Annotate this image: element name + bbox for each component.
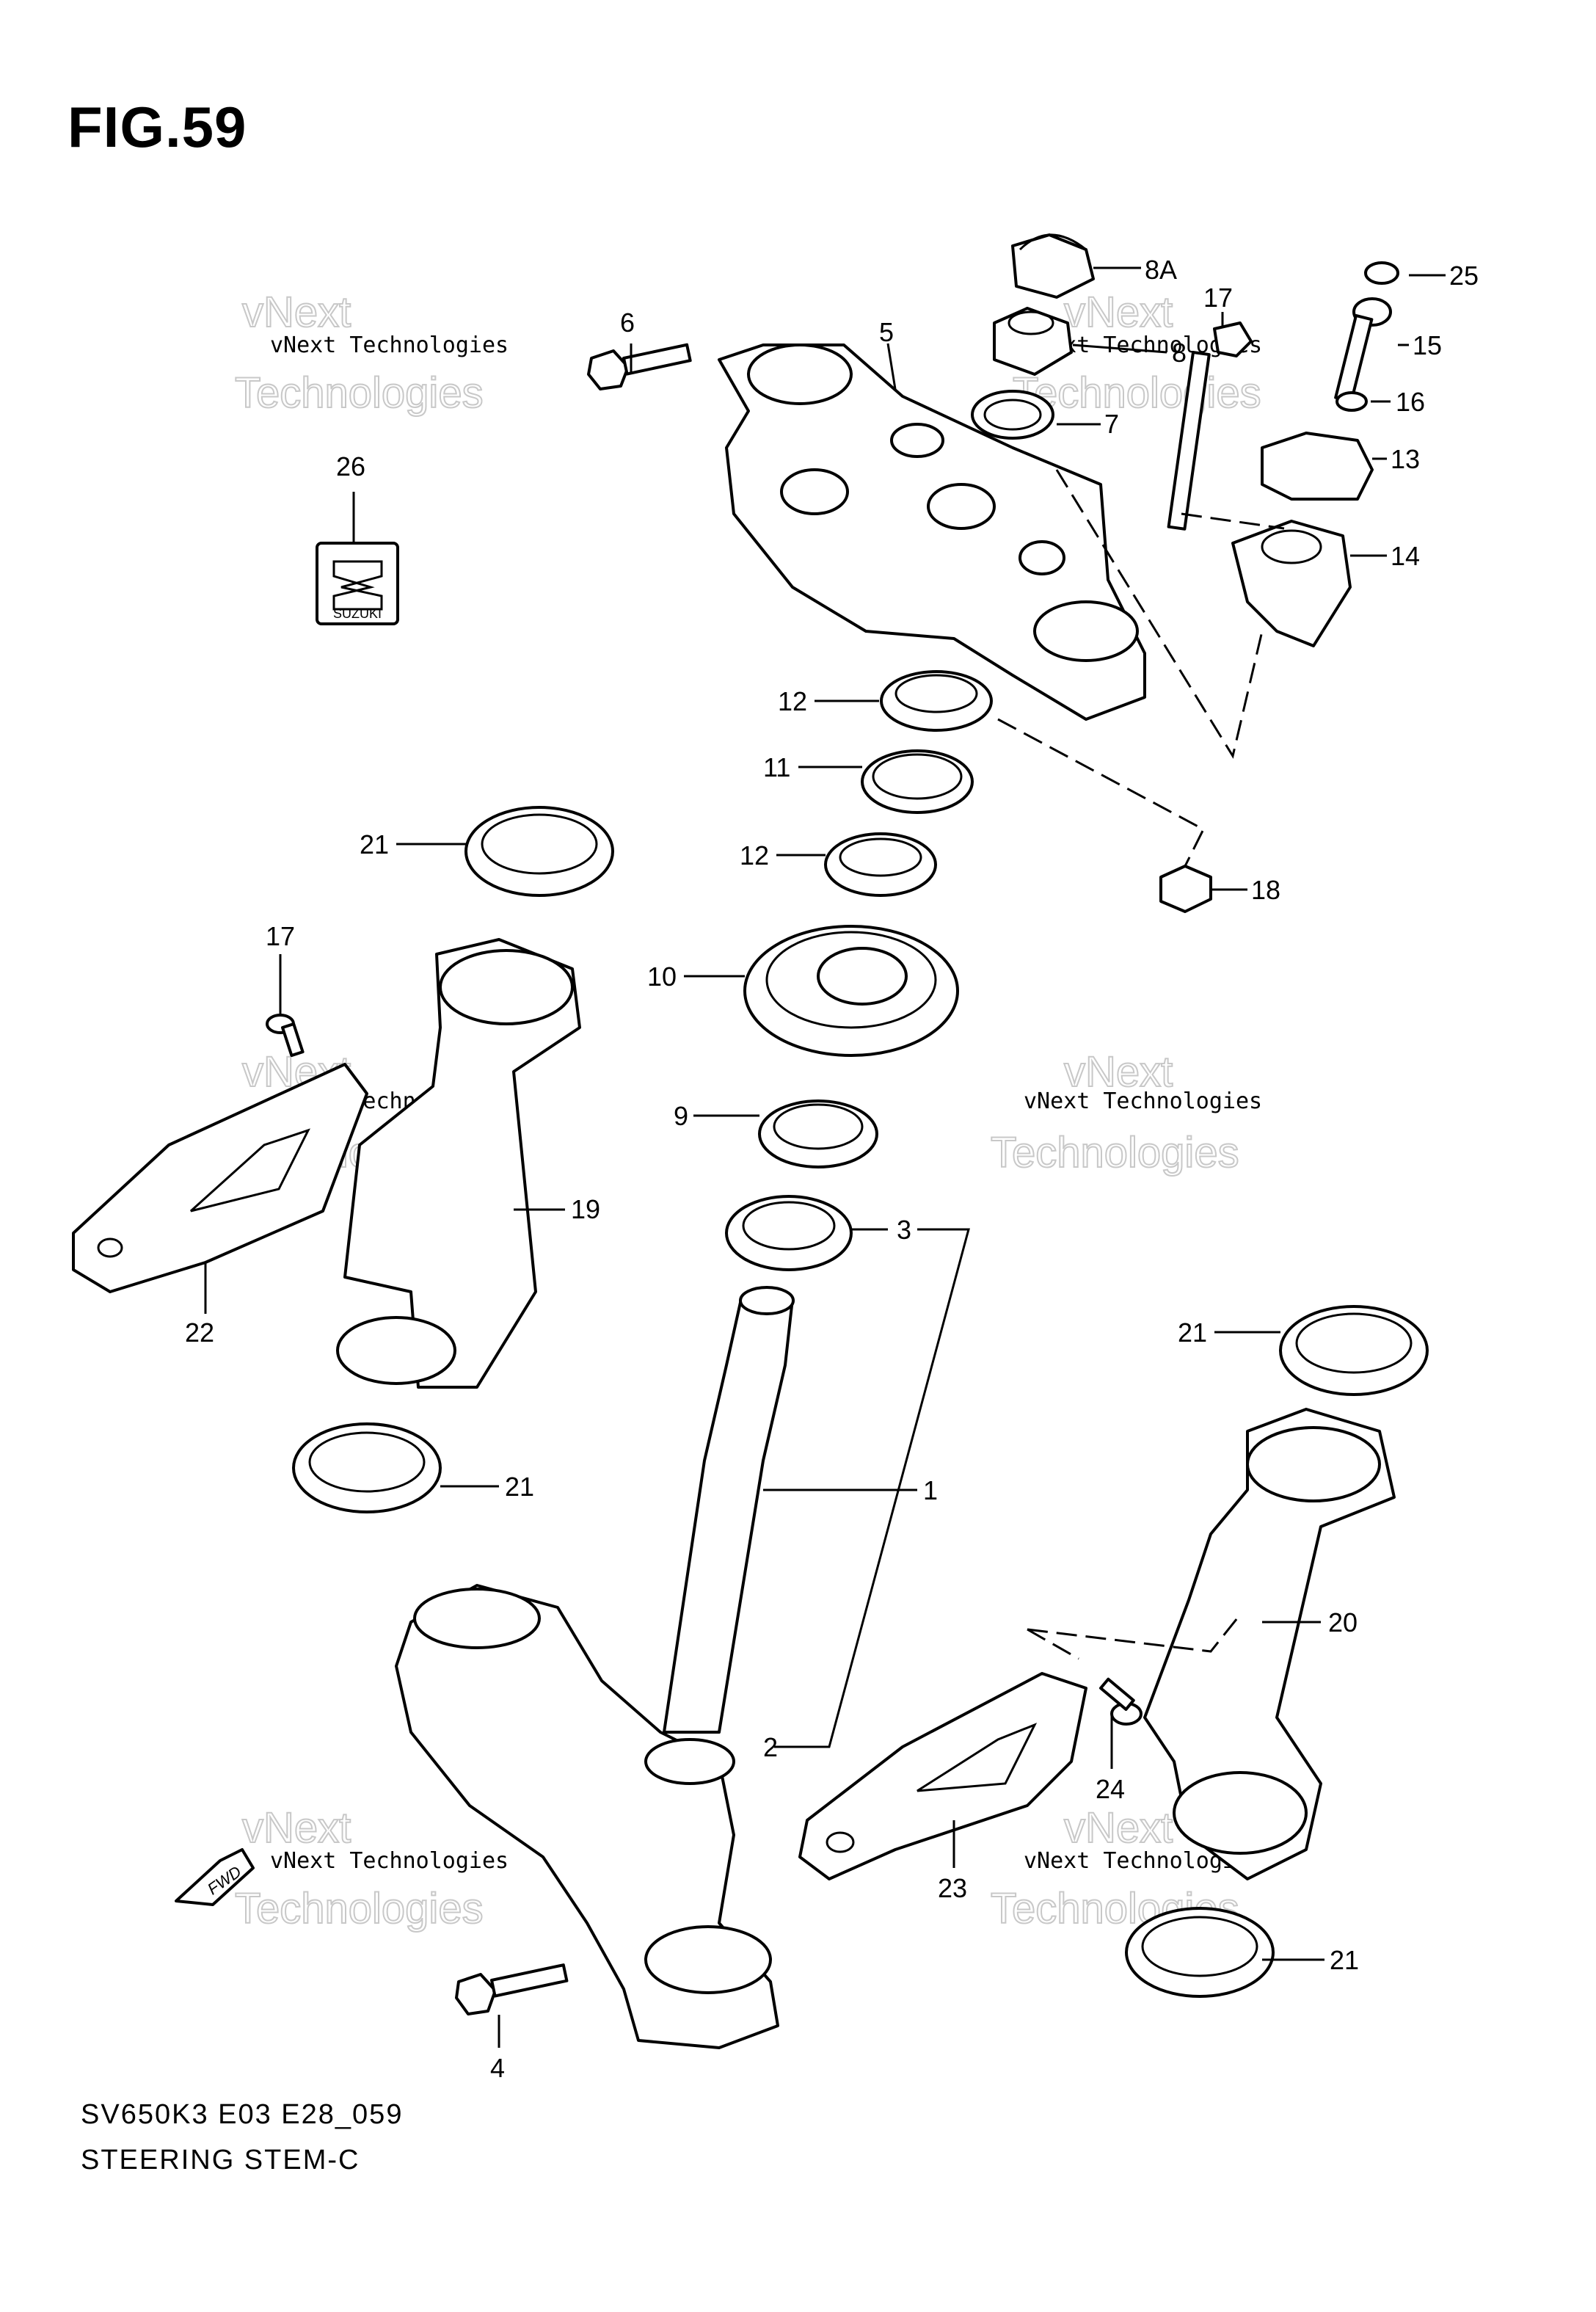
part-15-bolt[interactable] <box>1334 297 1392 403</box>
callout-21-left-bottom: 21 <box>505 1472 534 1502</box>
part-24-bolt-right[interactable] <box>1099 1677 1143 1726</box>
watermark-large: Technologies <box>235 369 484 417</box>
callout-12-lower: 12 <box>740 840 769 870</box>
callout-9: 9 <box>674 1101 688 1131</box>
watermark-large: vNext <box>1064 1048 1173 1096</box>
part-18-nut[interactable] <box>1159 865 1212 913</box>
callout-6: 6 <box>620 308 635 338</box>
part-23-bracket-right[interactable] <box>798 1672 1087 1880</box>
part-8a-cap-nut[interactable] <box>1011 233 1095 299</box>
callout-11: 11 <box>763 752 790 782</box>
model-code: SV650K3 E03 E28_059 <box>81 2099 404 2130</box>
part-12-steering-nut-lower[interactable] <box>824 832 937 897</box>
part-6-bolt[interactable] <box>587 343 692 390</box>
part-17-bolt-left[interactable] <box>266 1014 305 1058</box>
part-3-bearing-lower[interactable] <box>725 1195 853 1271</box>
callout-1: 1 <box>923 1475 938 1505</box>
callout-5: 5 <box>879 317 894 347</box>
watermark-text: vNext Technologies <box>270 332 509 358</box>
part-26-emblem[interactable]: SUZUKI <box>316 542 399 625</box>
fwd-arrow-icon: FWD <box>175 1848 255 1906</box>
callout-22: 22 <box>185 1317 214 1348</box>
part-13-clamp-top[interactable] <box>1261 432 1374 501</box>
callout-25: 25 <box>1449 261 1479 291</box>
part-21-grommet-left-top[interactable] <box>464 806 614 897</box>
part-19-fork-bracket-left[interactable] <box>336 938 581 1389</box>
part-2-lower-bracket[interactable] <box>395 1584 779 2049</box>
part-25-cap[interactable] <box>1364 261 1399 285</box>
callout-14: 14 <box>1391 541 1420 571</box>
callout-23: 23 <box>938 1873 967 1903</box>
callout-26: 26 <box>336 451 365 481</box>
part-1-steering-stem[interactable] <box>663 1286 795 1734</box>
part-14-clamp-bottom[interactable] <box>1231 520 1352 647</box>
emblem-brand-text: SUZUKI <box>333 606 382 621</box>
callout-8a: 8A <box>1145 255 1177 285</box>
callout-labels: 6 5 8A 8 7 17 25 15 16 13 14 26 12 11 12… <box>185 255 1479 2083</box>
part-22-bracket-left[interactable] <box>72 1063 368 1293</box>
callout-21-right-top: 21 <box>1178 1317 1207 1348</box>
part-17-long-bolt[interactable] <box>1167 321 1253 531</box>
watermark-large: vNext <box>1064 288 1173 336</box>
callout-4: 4 <box>490 2053 505 2083</box>
callout-10: 10 <box>647 961 677 992</box>
part-21-grommet-right-bottom[interactable] <box>1125 1907 1275 1998</box>
callout-17-upper: 17 <box>1203 283 1233 313</box>
watermark-large: Technologies <box>235 1885 484 1933</box>
part-10-dust-seal[interactable] <box>743 925 959 1057</box>
callout-21-left-top: 21 <box>360 829 389 859</box>
callout-7: 7 <box>1104 409 1119 439</box>
callout-17-left: 17 <box>266 921 295 951</box>
part-20-fork-bracket-right[interactable] <box>1143 1408 1396 1880</box>
part-5-upper-bracket[interactable] <box>718 343 1146 721</box>
assembly-lines <box>997 469 1285 1660</box>
callout-20: 20 <box>1328 1607 1358 1637</box>
watermark-large: vNext <box>242 288 351 336</box>
part-12-steering-nut-upper[interactable] <box>880 670 993 732</box>
diagram-caption: STEERING STEM-C <box>81 2145 360 2175</box>
callout-15: 15 <box>1413 330 1442 360</box>
watermark-text: vNext Technologies <box>1024 1088 1262 1114</box>
part-21-grommet-left-bottom[interactable] <box>292 1422 442 1513</box>
leader-lines <box>204 266 1446 2048</box>
callout-24: 24 <box>1096 1774 1125 1804</box>
callout-8: 8 <box>1172 338 1187 368</box>
callout-16: 16 <box>1396 387 1425 417</box>
part-7-washer[interactable] <box>971 390 1054 440</box>
callout-19: 19 <box>571 1194 600 1224</box>
part-11-lock-washer[interactable] <box>861 749 974 814</box>
callout-2: 2 <box>763 1732 778 1762</box>
callout-12-upper: 12 <box>778 686 807 716</box>
part-16-washer[interactable] <box>1336 391 1368 412</box>
part-8-nut[interactable] <box>993 307 1073 376</box>
watermark-large: vNext <box>1064 1804 1173 1852</box>
callout-18: 18 <box>1251 875 1280 905</box>
watermark-large: vNext <box>242 1804 351 1852</box>
watermark-text: vNext Technologies <box>270 1848 509 1874</box>
watermark-large: Technologies <box>991 1129 1239 1177</box>
part-21-grommet-right-top[interactable] <box>1279 1305 1429 1396</box>
callout-13: 13 <box>1391 444 1420 474</box>
callout-21-right-bottom: 21 <box>1330 1945 1359 1975</box>
part-9-bearing-upper[interactable] <box>758 1099 878 1168</box>
part-4-bolt[interactable] <box>455 1963 569 2015</box>
figure-title: FIG.59 <box>68 95 247 159</box>
callout-3: 3 <box>897 1215 911 1245</box>
